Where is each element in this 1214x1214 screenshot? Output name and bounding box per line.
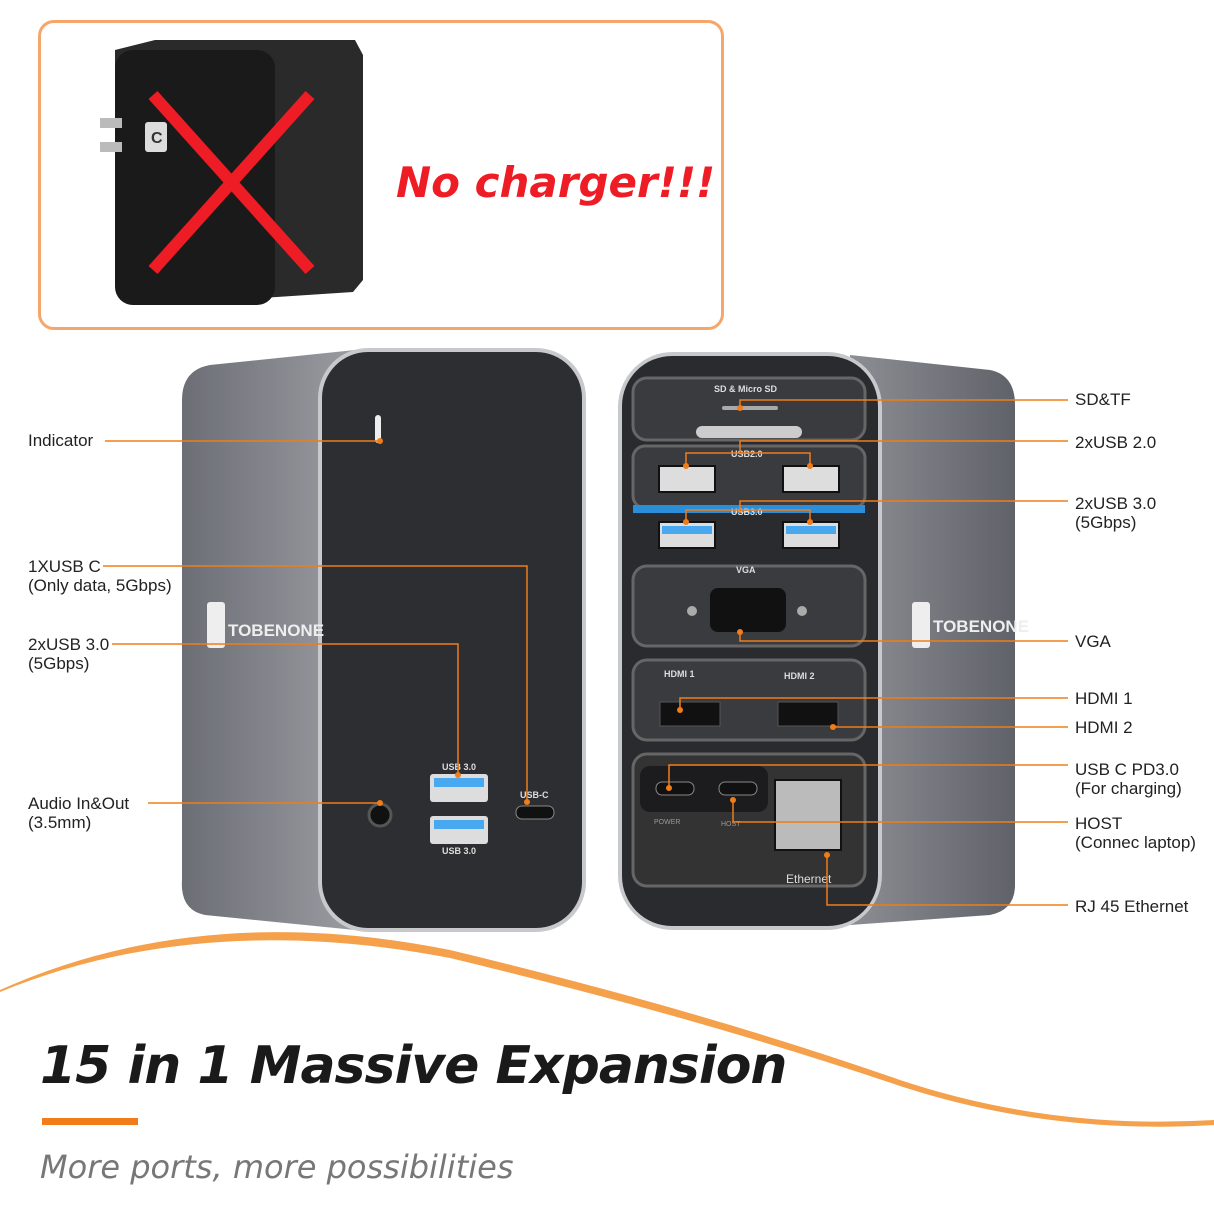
hdmi1-print: HDMI 1: [664, 669, 695, 679]
no-charger-text: No charger!!!: [396, 158, 716, 207]
label-audio: Audio In&Out (3.5mm): [28, 794, 130, 832]
title-underline: [42, 1118, 138, 1125]
label-host: HOST (Connec laptop): [1075, 814, 1196, 852]
decorative-swoosh: [0, 932, 1214, 1127]
label-rj45: RJ 45 Ethernet: [1075, 897, 1189, 916]
usb30-tag-print: USB3.0: [731, 507, 763, 517]
docking-station-illustration: TOBENONE USB 3.0 USB 3.0 USB-C SD & Micr…: [103, 348, 1068, 932]
label-hdmi2: HDMI 2: [1075, 718, 1133, 737]
host-print: HOST: [721, 821, 741, 828]
headline-subtitle: More ports, more possibilities: [40, 1148, 514, 1186]
usb20-print: USB2.0: [731, 449, 763, 459]
power-print: POWER: [654, 819, 680, 826]
label-indicator: Indicator: [28, 431, 94, 450]
plug-letter: C: [151, 130, 163, 147]
brand-logo-left: TOBENONE: [228, 621, 324, 640]
hdmi2-print: HDMI 2: [784, 671, 815, 681]
no-charger-banner: [38, 20, 724, 330]
label-usb20: 2xUSB 2.0: [1075, 433, 1157, 452]
headline-title: 15 in 1 Massive Expansion: [40, 1036, 787, 1096]
charger-crossed-icon: C: [100, 40, 363, 305]
ethernet-print: Ethernet: [786, 872, 832, 886]
vga-print: VGA: [736, 565, 756, 575]
label-vga: VGA: [1075, 632, 1111, 651]
label-sd-tf: SD&TF: [1075, 390, 1131, 409]
sd-print: SD & Micro SD: [714, 384, 778, 394]
brand-logo-right: TOBENONE: [933, 617, 1029, 636]
label-usb-c-pd: USB C PD3.0 (For charging): [1075, 760, 1182, 798]
label-usb30-front: 2xUSB 3.0 (5Gbps): [28, 635, 110, 673]
usb30-print-top: USB 3.0: [442, 762, 476, 772]
usb30-print-bottom: USB 3.0: [442, 846, 476, 856]
label-hdmi1: HDMI 1: [1075, 689, 1133, 708]
label-usb30-rear: 2xUSB 3.0 (5Gbps): [1075, 494, 1157, 532]
usbc-print: USB-C: [520, 790, 549, 800]
label-usb-c-data: 1XUSB C (Only data, 5Gbps): [28, 557, 172, 595]
